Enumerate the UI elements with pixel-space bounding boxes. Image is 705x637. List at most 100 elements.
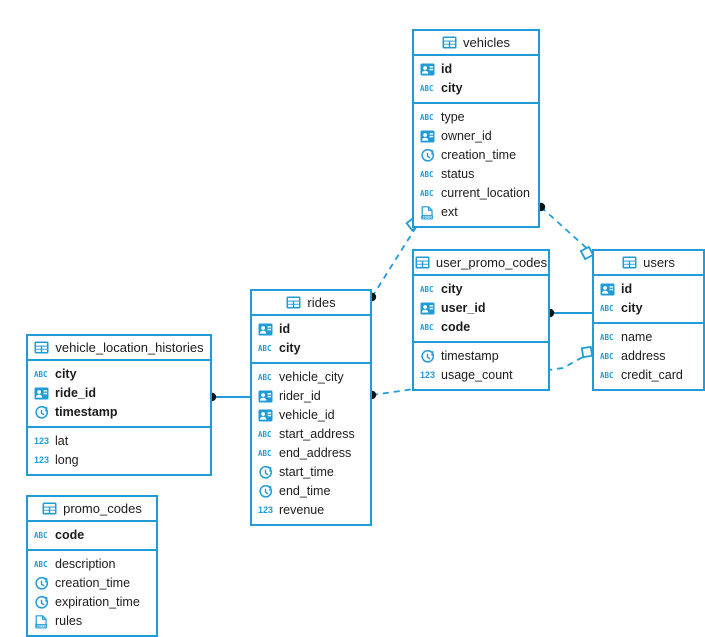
field-label: description [55,557,116,572]
field-row[interactable]: rider_id [252,387,370,406]
entity-title: vehicles [463,35,510,50]
abc-icon: ABC [600,303,614,313]
json-icon: JSON [34,614,49,629]
field-label: long [55,453,79,468]
entity-header-vehicle_location_histories[interactable]: vehicle_location_histories [28,336,210,361]
number-icon: 123 [34,455,50,465]
field-label: city [55,367,77,382]
id-card-icon [258,390,273,403]
field-row[interactable]: user_id [414,299,548,318]
field-row[interactable]: ABC description [28,555,156,574]
field-label: vehicle_city [279,370,344,385]
field-row[interactable]: creation_time [414,146,538,165]
entity-title: user_promo_codes [435,255,548,270]
entity-header-vehicles[interactable]: vehicles [414,31,538,56]
field-label: id [441,62,453,77]
field-label: timestamp [441,349,499,364]
clock-icon [420,148,435,163]
entity-header-user_promo_codes[interactable]: user_promo_codes [414,251,548,276]
relationship-user-promo-codes-to-users [545,308,592,318]
field-row[interactable]: creation_time [28,574,156,593]
svg-text:JSON: JSON [422,214,432,219]
table-icon [622,256,637,269]
field-row[interactable]: end_time [252,482,370,501]
entity-header-promo_codes[interactable]: promo_codes [28,497,156,522]
abc-icon: ABC [258,372,272,382]
field-label: vehicle_id [279,408,335,423]
field-row[interactable]: ride_id [28,384,210,403]
field-row[interactable]: expiration_time [28,593,156,612]
abc-icon: ABC [600,370,614,380]
field-label: end_address [279,446,352,461]
clock-icon [258,484,273,499]
field-label: user_id [441,301,486,316]
clock-icon [258,465,273,480]
svg-text:JSON: JSON [36,623,46,628]
field-row[interactable]: ABC address [594,347,703,366]
field-row[interactable]: ABC end_address [252,444,370,463]
entity-header-rides[interactable]: rides [252,291,370,316]
entity-title: promo_codes [63,501,142,516]
field-label: end_time [279,484,331,499]
table-icon [442,36,457,49]
abc-icon: ABC [600,351,614,361]
field-row[interactable]: start_time [252,463,370,482]
field-label: id [621,282,633,297]
field-row[interactable]: id [414,60,538,79]
field-label: city [441,81,463,96]
field-row[interactable]: id [594,280,703,299]
field-label: revenue [279,503,325,518]
relationship-vehicle-location-histories-to-rides [207,392,250,402]
abc-icon: ABC [420,112,434,122]
abc-icon: ABC [258,448,272,458]
field-row[interactable]: owner_id [414,127,538,146]
abc-icon: ABC [34,559,48,569]
field-row[interactable]: id [252,320,370,339]
abc-icon: ABC [420,322,434,332]
field-row[interactable]: timestamp [28,403,210,422]
field-row[interactable]: timestamp [414,347,548,366]
field-label: expiration_time [55,595,140,610]
entity-header-users[interactable]: users [594,251,703,276]
field-label: address [621,349,666,364]
field-label: name [621,330,653,345]
field-label: creation_time [55,576,131,591]
field-label: status [441,167,475,182]
field-row[interactable]: ABC vehicle_city [252,368,370,387]
field-row[interactable]: vehicle_id [252,406,370,425]
table-icon [42,502,57,515]
field-row[interactable]: 123 long [28,451,210,470]
number-icon: 123 [420,370,436,380]
